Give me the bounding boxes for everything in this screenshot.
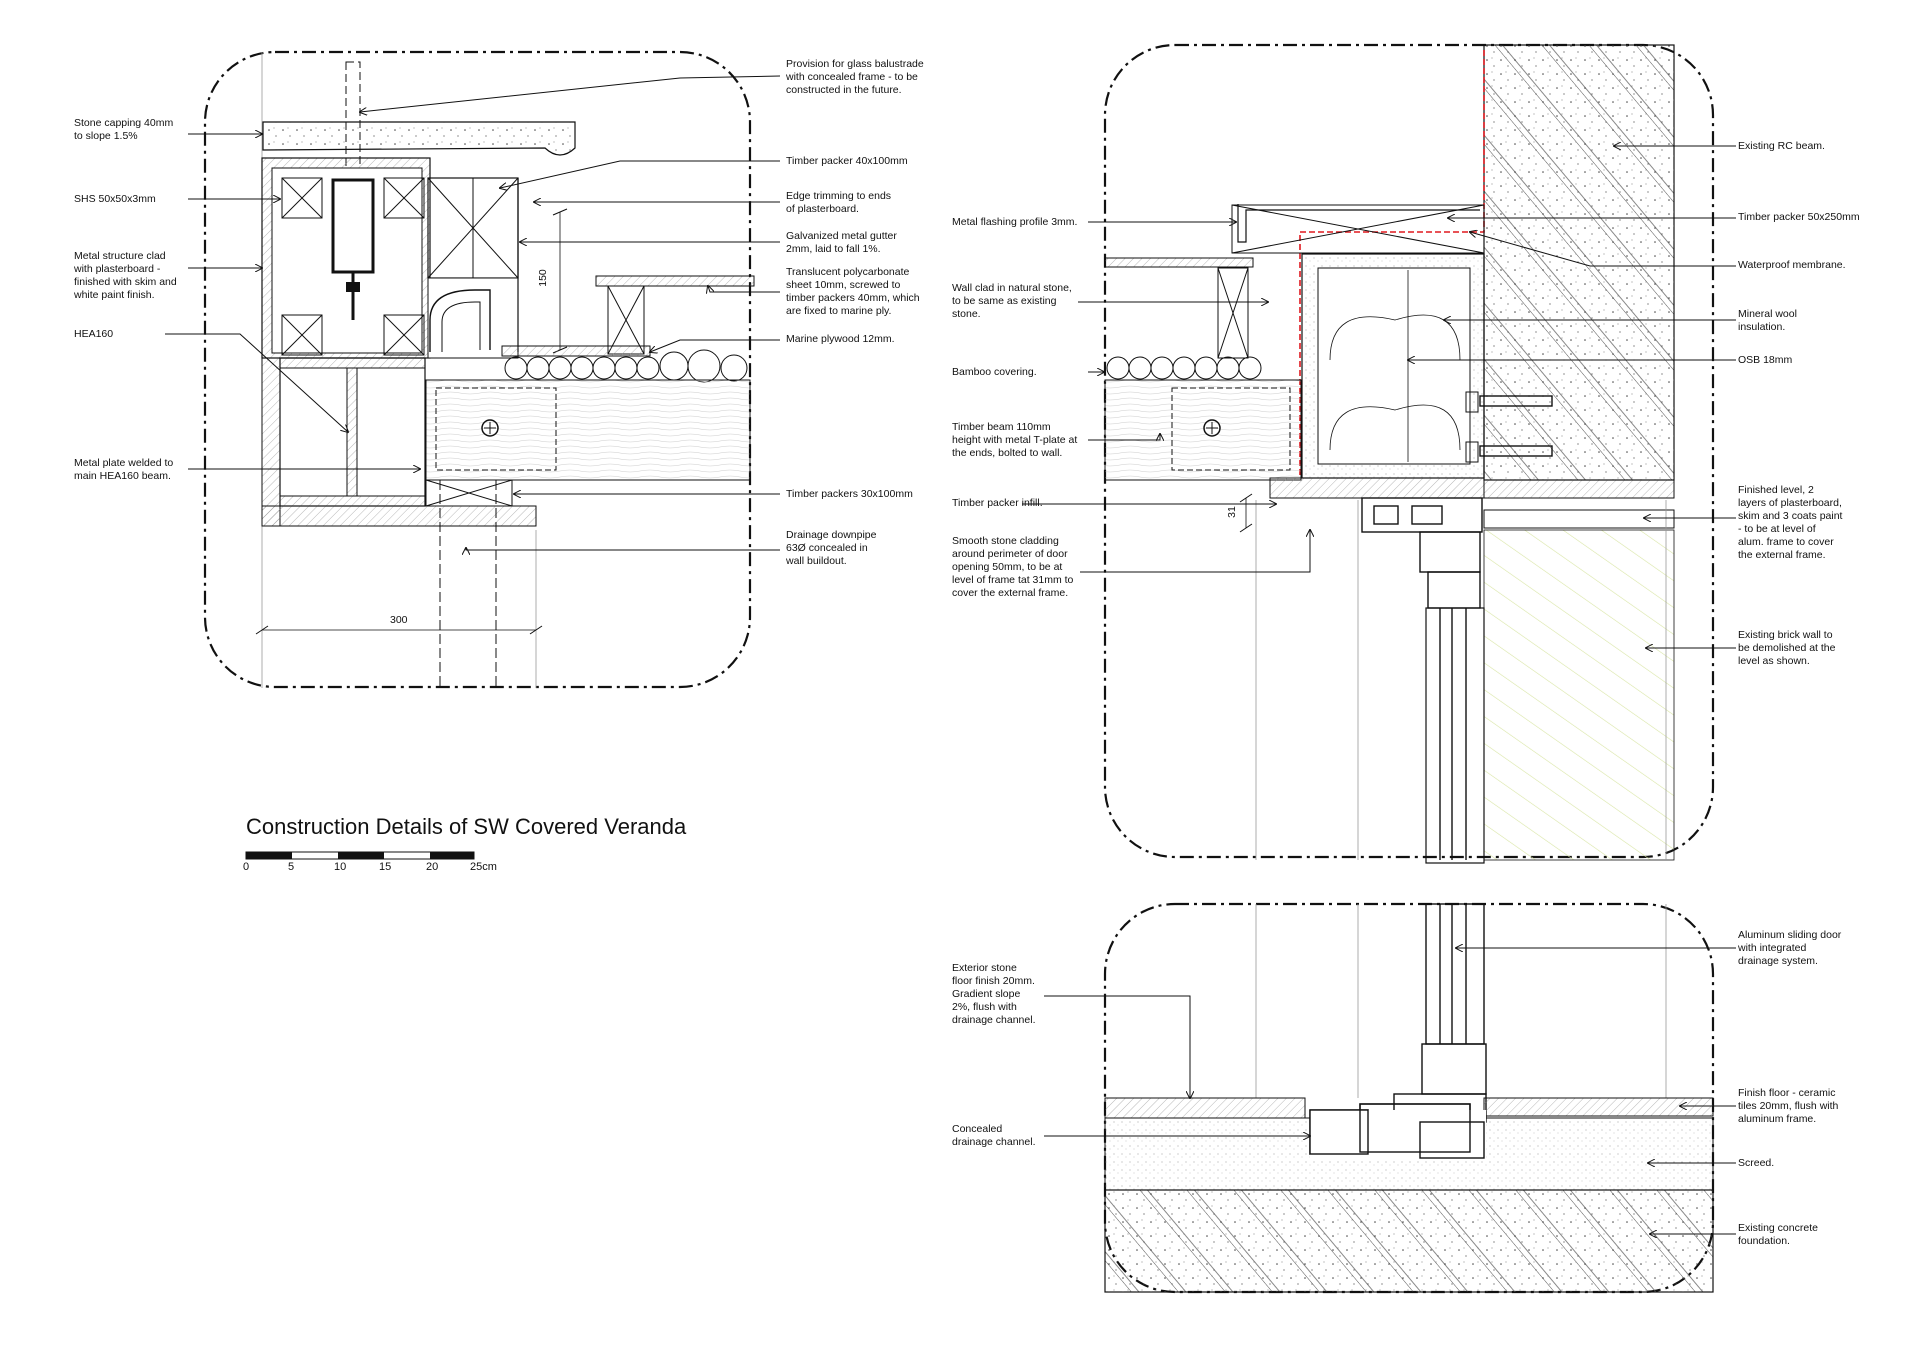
label-screed: Screed. xyxy=(1738,1157,1775,1169)
label-stone-capping: Stone capping 40mm to slope 1.5% xyxy=(74,117,174,142)
scale-tick: 0 xyxy=(243,861,250,873)
label-edge-trimming: Edge trimming to ends of plasterboard. xyxy=(786,190,892,215)
label-marine-plywood: Marine plywood 12mm. xyxy=(786,333,895,345)
label-wall-clad-stone: Wall clad in natural stone, to be same a… xyxy=(952,282,1072,320)
detail-a xyxy=(165,50,781,689)
label-timber-packer-infill: Timber packer infill. xyxy=(952,497,1043,509)
label-existing-concrete-foundation: Existing concrete foundation. xyxy=(1738,1222,1818,1247)
label-aluminum-sliding-door: Aluminum sliding door with integrated dr… xyxy=(1738,929,1842,967)
scale-tick: 5 xyxy=(288,861,295,873)
detail-c xyxy=(1044,902,1736,1294)
dimension-150: 150 xyxy=(536,269,549,287)
label-galvanized-gutter: Galvanized metal gutter 2mm, laid to fal… xyxy=(786,230,897,255)
label-metal-flashing: Metal flashing profile 3mm. xyxy=(952,216,1078,228)
dimension-300: 300 xyxy=(390,614,408,626)
label-mineral-wool: Mineral wool insulation. xyxy=(1738,308,1797,333)
label-finish-floor: Finish floor - ceramic tiles 20mm, flush… xyxy=(1738,1087,1839,1125)
label-finished-level: Finished level, 2 layers of plasterboard… xyxy=(1738,484,1843,561)
drawing-title: Construction Details of SW Covered Veran… xyxy=(246,814,687,839)
label-concealed-drainage: Concealed drainage channel. xyxy=(952,1123,1036,1148)
label-drainage-downpipe: Drainage downpipe 63Ø concealed in wall … xyxy=(786,529,877,567)
label-existing-rc-beam: Existing RC beam. xyxy=(1738,140,1825,152)
detail-b xyxy=(1022,43,1736,864)
label-hea160: HEA160 xyxy=(74,328,114,340)
label-existing-brick-wall: Existing brick wall to be demolished at … xyxy=(1738,629,1836,667)
label-timber-packer-50x250: Timber packer 50x250mm xyxy=(1738,211,1860,223)
label-smooth-stone-cladding: Smooth stone cladding around perimeter o… xyxy=(952,535,1074,599)
label-timber-packers-30x100: Timber packers 30x100mm xyxy=(786,488,913,500)
label-polycarbonate: Translucent polycarbonate sheet 10mm, sc… xyxy=(786,266,920,317)
label-metal-structure: Metal structure clad with plasterboard -… xyxy=(74,250,177,301)
label-bamboo-covering: Bamboo covering. xyxy=(952,366,1037,378)
scale-tick: 15 xyxy=(379,861,392,873)
dimension-31: 31 xyxy=(1225,506,1238,518)
scale-bar xyxy=(245,851,475,860)
label-glass-balustrade: Provision for glass balustrade with conc… xyxy=(786,58,924,96)
label-shs: SHS 50x50x3mm xyxy=(74,193,156,205)
scale-tick: 25cm xyxy=(470,861,497,873)
label-metal-plate: Metal plate welded to main HEA160 beam. xyxy=(74,457,174,482)
label-osb: OSB 18mm xyxy=(1738,354,1793,366)
scale-tick: 10 xyxy=(334,861,347,873)
label-timber-packer-40x100: Timber packer 40x100mm xyxy=(786,155,908,167)
label-waterproof-membrane: Waterproof membrane. xyxy=(1738,259,1846,271)
label-exterior-stone-floor: Exterior stone floor finish 20mm. Gradie… xyxy=(952,962,1036,1026)
label-timber-beam: Timber beam 110mm height with metal T-pl… xyxy=(952,421,1078,459)
scale-tick: 20 xyxy=(426,861,439,873)
